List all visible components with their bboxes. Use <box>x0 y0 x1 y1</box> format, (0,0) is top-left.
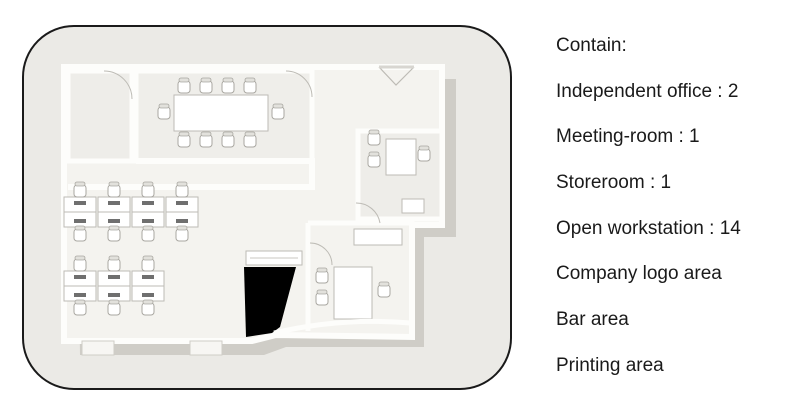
entrance-door <box>378 65 415 86</box>
independent-office-bottom <box>305 223 391 331</box>
floor-plan-drawing <box>61 64 456 356</box>
legend-item-printing-area: Printing area <box>556 354 664 376</box>
bar-area <box>273 318 411 336</box>
steps-right <box>189 340 223 356</box>
meeting-room <box>133 68 315 164</box>
storeroom <box>308 202 415 259</box>
legend-item-storeroom: Storeroom : 1 <box>556 172 672 194</box>
legend-item-company-logo-area: Company logo area <box>556 263 722 285</box>
steps-left <box>81 340 115 356</box>
legend-item-open-workstation: Open workstation : 14 <box>556 217 741 239</box>
independent-office-left <box>65 68 135 164</box>
legend-heading: Contain: <box>556 35 627 56</box>
independent-office-right <box>355 128 445 222</box>
floor-plan-frame <box>22 25 512 390</box>
open-workstations-bottom <box>63 255 165 316</box>
company-logo-area <box>244 267 296 337</box>
legend-item-independent-office: Independent office : 2 <box>556 80 739 102</box>
corridor-wall <box>68 158 315 190</box>
legend-item-meeting-room: Meeting-room : 1 <box>556 126 700 148</box>
printing-area <box>245 250 303 266</box>
legend-item-bar-area: Bar area <box>556 309 629 331</box>
room-legend: Contain: Independent office : 2 Meeting-… <box>556 34 741 400</box>
